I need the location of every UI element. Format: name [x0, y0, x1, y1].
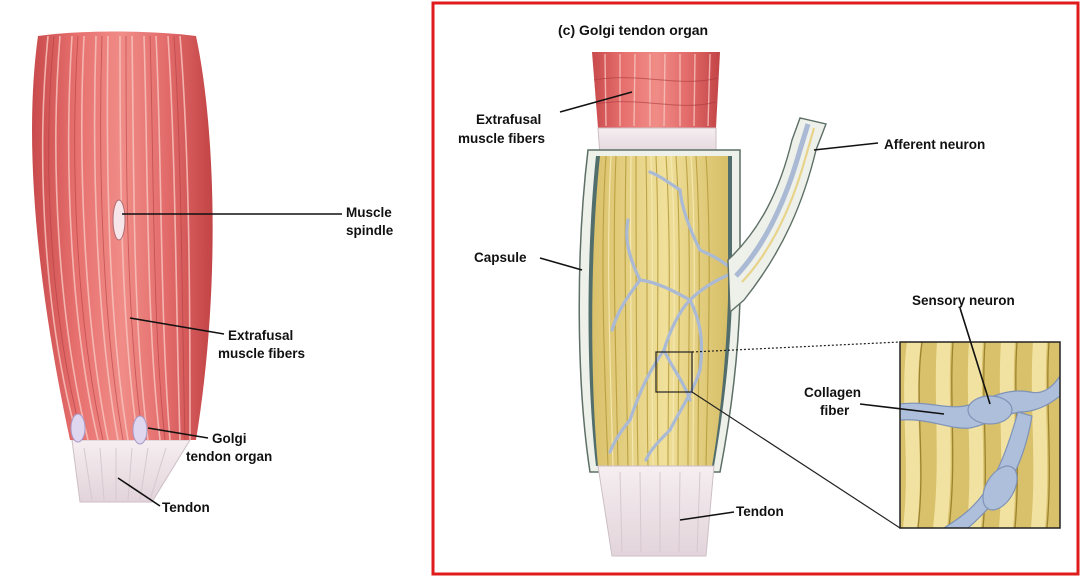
- label-right-extrafusal-line2: muscle fibers: [458, 131, 545, 146]
- label-collagen-line1: Collagen: [804, 385, 861, 400]
- label-left-extrafusal-line2: muscle fibers: [218, 346, 305, 361]
- label-muscle-spindle-line2: spindle: [346, 223, 394, 238]
- left-tendon: [72, 440, 190, 502]
- golgi-tendon-organ-illustration: [579, 52, 826, 556]
- label-sensory-neuron: Sensory neuron: [912, 293, 1015, 308]
- left-golgi-organ-b: [133, 416, 147, 444]
- left-muscle-illustration: [32, 32, 213, 503]
- panel-title: (c) Golgi tendon organ: [558, 22, 708, 38]
- zoom-connector-bottom: [692, 392, 900, 528]
- muscle-spindle-shape: [113, 200, 125, 240]
- label-left-extrafusal-line1: Extrafusal: [228, 328, 293, 343]
- label-left-tendon: Tendon: [162, 500, 210, 515]
- label-muscle-spindle-line1: Muscle: [346, 205, 392, 220]
- label-collagen-line2: fiber: [820, 403, 850, 418]
- label-right-tendon: Tendon: [736, 504, 784, 519]
- label-golgi-line1: Golgi: [212, 431, 247, 446]
- label-golgi-line2: tendon organ: [186, 449, 272, 464]
- label-capsule: Capsule: [474, 250, 527, 265]
- left-golgi-organ-a: [71, 414, 85, 442]
- right-lower-tendon: [598, 466, 714, 556]
- right-extrafusal-fibers: [592, 52, 720, 128]
- label-afferent-neuron: Afferent neuron: [884, 137, 985, 152]
- label-right-extrafusal-line1: Extrafusal: [476, 112, 541, 127]
